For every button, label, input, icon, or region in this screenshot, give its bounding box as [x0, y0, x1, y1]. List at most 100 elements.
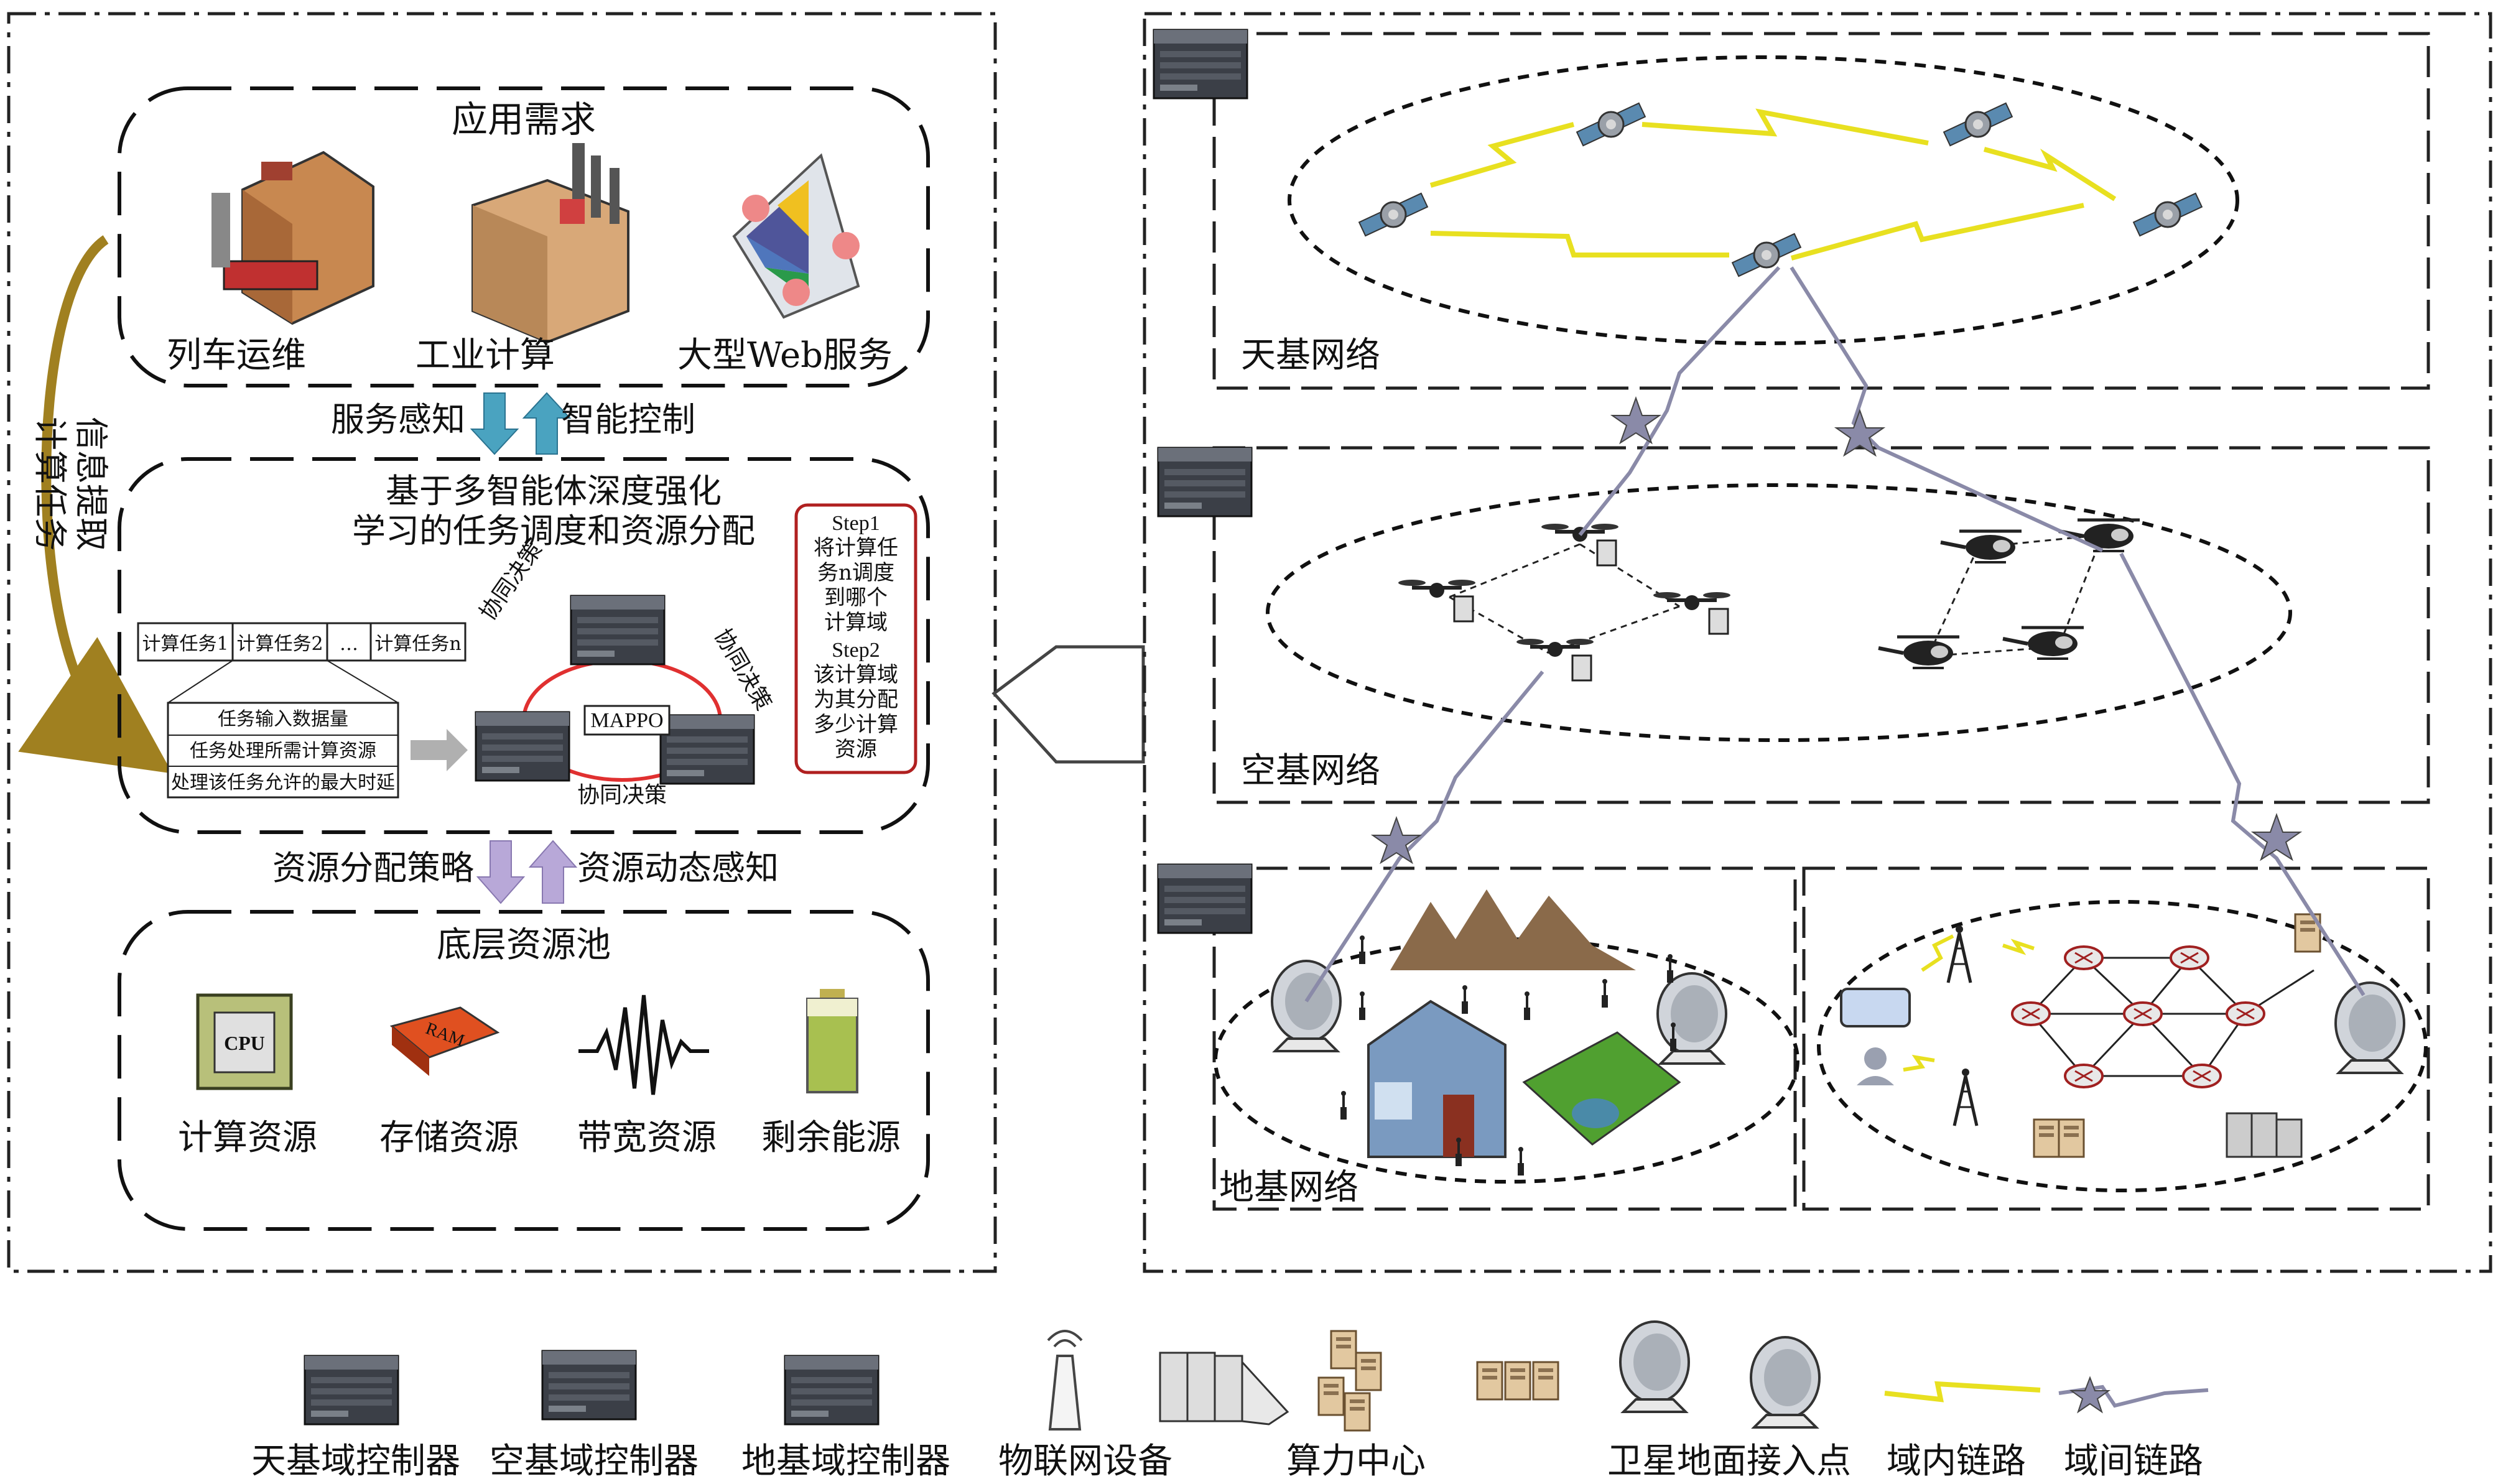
- ground-layer-frame-right: [1802, 866, 2430, 1211]
- drone-4: [1516, 639, 1594, 680]
- air-network-label: 空基网络: [1241, 751, 1380, 791]
- legend-iot-icon: [1047, 1330, 1083, 1431]
- iot-6: [1600, 978, 1609, 1009]
- router-1: [2064, 945, 2104, 970]
- space-controller: [1153, 29, 1248, 100]
- svg-text:将计算任: 将计算任: [814, 536, 898, 560]
- task-info-input: 任务输入数据量: [218, 708, 348, 730]
- air-network-ellipse: [1266, 483, 2292, 742]
- inter-link-stars: [1370, 396, 2303, 865]
- iot-2: [1358, 990, 1367, 1021]
- legend-ground-controller: 地基域控制器: [741, 1441, 950, 1482]
- satellite-2: [1576, 102, 1646, 147]
- park-icon: [1522, 1031, 1681, 1146]
- agent-server-left: [475, 711, 570, 782]
- task-extraction-curve: [18, 235, 173, 774]
- iot-4: [1460, 984, 1469, 1015]
- tower-intra-link: [2002, 939, 2035, 955]
- ground-network-label: 地基网络: [1219, 1167, 1358, 1208]
- legend-compute-center: 算力中心: [1286, 1441, 1426, 1482]
- coop-label-bottom: 协同决策: [577, 782, 667, 808]
- legend-space-controller-icon: [304, 1355, 399, 1426]
- cpu-icon: CPU: [196, 993, 293, 1090]
- bandwidth-wave-icon: [578, 995, 709, 1095]
- cell-tower-1: [1948, 925, 1971, 983]
- resource-storage: 存储资源: [379, 1118, 519, 1158]
- router-4: [2123, 1001, 2163, 1026]
- user-icon: [1857, 1047, 1894, 1085]
- ground-dish-right: [1656, 972, 1727, 1065]
- legend-inter-link: 域间链路: [2064, 1441, 2203, 1482]
- resource-pool-title: 底层资源池: [437, 925, 611, 965]
- satellite-5: [1731, 233, 1802, 277]
- resource-energy: 剩余能源: [761, 1118, 901, 1158]
- resource-pool-group: 底层资源池 CPU RAM 计算资源 存储资源 带宽资源 剩余能源: [118, 910, 930, 1231]
- drone-3: [1653, 592, 1730, 634]
- agent-server-top: [570, 595, 666, 665]
- app-item-industry: 工业计算: [416, 335, 555, 376]
- router-3: [2011, 1001, 2051, 1026]
- legend-ground-controller-icon: [784, 1355, 880, 1426]
- steps-text: Step1 将计算任 务n调度 到哪个 计算域 Step2 该计算域 为其分配 …: [814, 512, 898, 762]
- svg-text:资源: 资源: [835, 737, 877, 762]
- space-intra-links: [1429, 108, 2117, 261]
- svg-text:CPU: CPU: [224, 1032, 265, 1054]
- task-1: 计算任务1: [142, 633, 228, 655]
- intelligent-control-label: 智能控制: [561, 400, 695, 439]
- svg-text:为其分配: 为其分配: [814, 687, 898, 712]
- legend-air-controller-icon: [541, 1350, 637, 1421]
- iot-3: [1339, 1090, 1348, 1121]
- drone-2: [1398, 580, 1475, 621]
- legend-satellite-ground-access: 卫星地面接入点: [1607, 1441, 1851, 1482]
- legend-iot-device: 物联网设备: [998, 1441, 1172, 1482]
- satellite-3: [1943, 102, 2013, 147]
- inter-domain-links: [1304, 266, 2366, 1003]
- grey-arrow: [411, 729, 468, 771]
- svg-text:计算任务: 计算任务: [30, 417, 70, 551]
- scheduling-title-line2: 学习的任务调度和资源分配: [352, 511, 755, 550]
- svg-text:计算域: 计算域: [824, 610, 888, 635]
- ground-network-ellipse-right: [1817, 900, 2428, 1192]
- legend-compute-center-icon: [1159, 1330, 1382, 1432]
- resource-sensing-label: 资源动态感知: [577, 848, 779, 888]
- task-info-compute: 任务处理所需计算资源: [190, 740, 376, 762]
- svg-text:该计算域: 该计算域: [814, 662, 898, 687]
- helicopter-3: [1878, 637, 1959, 668]
- cell-tower-2: [1954, 1069, 1977, 1126]
- app-item-train: 列车运维: [167, 335, 306, 376]
- router-5: [2226, 1001, 2265, 1026]
- svg-text:信息提取: 信息提取: [72, 417, 111, 551]
- legend: 天基域控制器 空基域控制器 地基域控制器 物联网设备 算力中心 卫星地面接入点 …: [251, 1320, 2209, 1482]
- task-info-delay: 处理该任务允许的最大时延: [171, 772, 395, 794]
- ground-dish-left: [1271, 960, 1342, 1052]
- helicopter-4: [2003, 628, 2084, 659]
- app-demand-group: 应用需求 列车运维 工业: [118, 86, 930, 387]
- resource-arrows: [476, 840, 578, 904]
- ram-icon: RAM: [389, 1006, 500, 1076]
- iot-1: [1358, 934, 1367, 965]
- web-service-icon: [732, 153, 860, 319]
- air-controller: [1157, 447, 1253, 517]
- legend-intra-link-icon: [1884, 1381, 2041, 1403]
- right-panel-frame: [1143, 12, 2492, 1273]
- app-demand-title: 应用需求: [452, 98, 596, 141]
- router-mesh-links: [2030, 957, 2315, 1077]
- factory-icon: [471, 143, 629, 344]
- left-panel-frame: [7, 12, 997, 1273]
- legend-intra-link: 域内链路: [1887, 1441, 2026, 1482]
- legend-inter-link-icon: [2058, 1376, 2209, 1414]
- agent-server-right: [659, 714, 755, 785]
- resource-compute: 计算资源: [178, 1118, 317, 1158]
- service-perception-label: 服务感知: [331, 400, 465, 439]
- router-2: [2170, 945, 2209, 970]
- helicopter-1: [1941, 531, 2022, 562]
- datacenter-box-1: [2033, 1118, 2060, 1158]
- svg-text:Step1: Step1: [832, 512, 880, 535]
- ground-layer-frame-left: [1212, 866, 1797, 1211]
- space-layer-frame: [1212, 32, 2430, 390]
- center-pointer-arrow: [991, 645, 1145, 764]
- mountains-icon: [1390, 889, 1636, 970]
- task-2: 计算任务2: [236, 633, 323, 655]
- house-icon: [1367, 999, 1507, 1158]
